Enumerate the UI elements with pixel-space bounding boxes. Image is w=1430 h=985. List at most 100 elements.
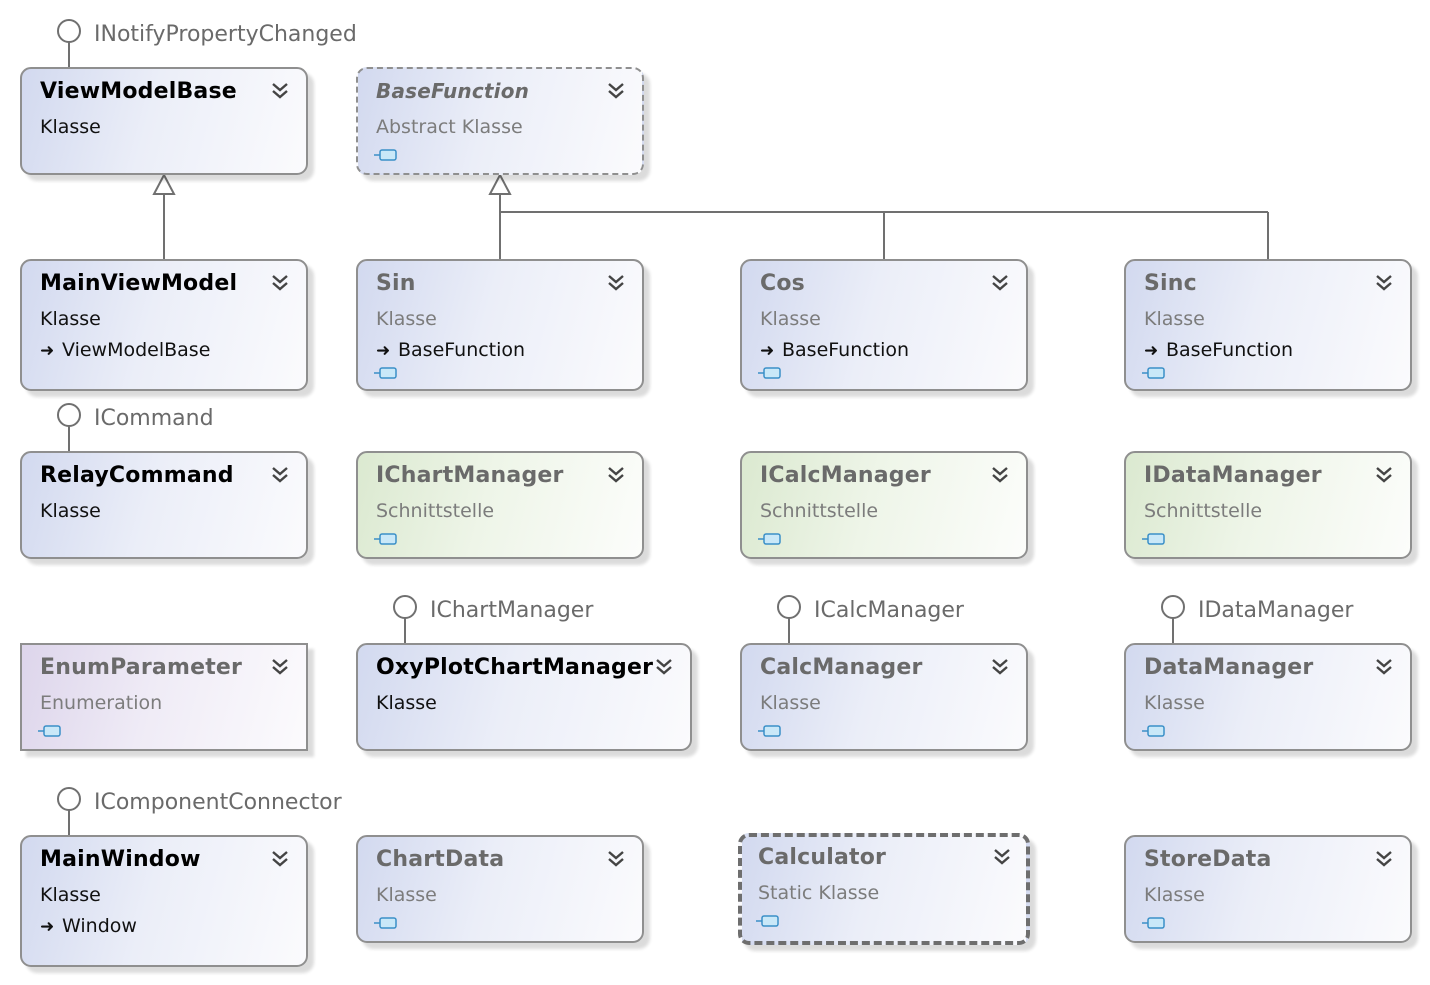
class-box-cos[interactable]: Cos Klasse ➜BaseFunction xyxy=(740,259,1028,391)
base-class-row: ➜ViewModelBase xyxy=(40,339,210,361)
inheritance-arrowhead-viewmodelbase xyxy=(152,172,176,195)
chevron-double-down-icon[interactable] xyxy=(606,849,626,869)
class-kind: Abstract Klasse xyxy=(376,116,523,138)
class-box-sin[interactable]: Sin Klasse ➜BaseFunction xyxy=(356,259,644,391)
class-kind: Klasse xyxy=(760,308,821,330)
chevron-double-down-icon[interactable] xyxy=(606,465,626,485)
chevron-double-down-icon[interactable] xyxy=(606,81,626,101)
base-class-name: ViewModelBase xyxy=(62,339,211,361)
chevron-double-down-icon[interactable] xyxy=(270,465,290,485)
lollipop-circle-icomponentconnector xyxy=(57,787,81,811)
class-box-oxyplotchartmanager[interactable]: OxyPlotChartManager Klasse xyxy=(356,643,692,751)
enum-title: EnumParameter xyxy=(40,655,243,680)
member-icon xyxy=(374,367,397,379)
base-class-name: BaseFunction xyxy=(782,339,910,361)
lollipop-circle-icommand xyxy=(57,403,81,427)
inherits-arrow-icon: ➜ xyxy=(40,917,55,937)
class-box-datamanager[interactable]: DataManager Klasse xyxy=(1124,643,1412,751)
enum-box-enumparameter[interactable]: EnumParameter Enumeration xyxy=(20,643,308,751)
class-title: BaseFunction xyxy=(376,79,530,103)
interface-box-icalcmanager[interactable]: ICalcManager Schnittstelle xyxy=(740,451,1028,559)
base-class-row: ➜ BaseFunction xyxy=(760,339,909,361)
chevron-double-down-icon[interactable] xyxy=(1374,849,1394,869)
chevron-double-down-icon[interactable] xyxy=(990,465,1010,485)
class-kind: Klasse xyxy=(376,308,437,330)
member-icon xyxy=(758,533,781,545)
class-box-mainviewmodel[interactable]: MainViewModel Klasse ➜ViewModelBase xyxy=(20,259,308,391)
chevron-double-down-icon[interactable] xyxy=(270,657,290,677)
chevron-double-down-icon[interactable] xyxy=(992,847,1012,867)
class-title: Calculator xyxy=(758,845,887,870)
member-icon xyxy=(1142,725,1165,737)
member-icon xyxy=(756,915,779,927)
interface-kind: Schnittstelle xyxy=(760,500,879,522)
class-box-mainwindow[interactable]: MainWindow Klasse ➜ Window xyxy=(20,835,308,967)
base-class-name: BaseFunction xyxy=(398,339,526,361)
interface-box-idatamanager[interactable]: IDataManager Schnittstelle xyxy=(1124,451,1412,559)
interface-label-inotifypropertychanged: INotifyPropertyChanged xyxy=(94,22,357,47)
member-icon xyxy=(1142,533,1165,545)
class-box-calcmanager[interactable]: CalcManager Klasse xyxy=(740,643,1028,751)
chevron-double-down-icon[interactable] xyxy=(270,273,290,293)
class-title: StoreData xyxy=(1144,847,1272,872)
class-kind: Klasse xyxy=(1144,308,1205,330)
class-title: MainWindow xyxy=(40,847,201,872)
class-title: DataManager xyxy=(1144,655,1314,680)
class-kind: Klasse xyxy=(40,116,101,138)
interface-title: IDataManager xyxy=(1144,463,1322,488)
lollipop-circle-idatamanager xyxy=(1161,595,1185,619)
interface-label-idatamanager: IDataManager xyxy=(1198,598,1354,623)
chevron-double-down-icon[interactable] xyxy=(990,273,1010,293)
inherits-arrow-icon: ➜ xyxy=(760,341,775,361)
class-title: ChartData xyxy=(376,847,505,872)
chevron-double-down-icon[interactable] xyxy=(1374,273,1394,293)
chevron-double-down-icon[interactable] xyxy=(1374,657,1394,677)
class-kind: Static Klasse xyxy=(758,882,880,904)
class-box-calculator[interactable]: Calculator Static Klasse xyxy=(738,833,1030,945)
class-kind: Klasse xyxy=(376,884,437,906)
class-kind: Klasse xyxy=(40,500,101,522)
class-title: MainViewModel xyxy=(40,271,238,296)
base-class-name: BaseFunction xyxy=(1166,339,1294,361)
interface-label-icomponentconnector: IComponentConnector xyxy=(94,790,342,815)
class-box-chartdata[interactable]: ChartData Klasse xyxy=(356,835,644,943)
member-icon xyxy=(1142,917,1165,929)
class-box-basefunction[interactable]: BaseFunction Abstract Klasse xyxy=(356,67,644,175)
interface-box-ichartmanager[interactable]: IChartManager Schnittstelle xyxy=(356,451,644,559)
chevron-double-down-icon[interactable] xyxy=(1374,465,1394,485)
class-title: OxyPlotChartManager xyxy=(376,655,654,680)
chevron-double-down-icon[interactable] xyxy=(990,657,1010,677)
base-class-name: Window xyxy=(62,915,137,937)
lollipop-circle-icalcmanager xyxy=(777,595,801,619)
class-box-relaycommand[interactable]: RelayCommand Klasse xyxy=(20,451,308,559)
lollipop-circle-ichartmanager xyxy=(393,595,417,619)
interface-label-icommand: ICommand xyxy=(94,406,214,431)
member-icon xyxy=(1142,367,1165,379)
inherits-arrow-icon: ➜ xyxy=(1144,341,1159,361)
class-title: Sin xyxy=(376,271,416,296)
inheritance-arrowhead-basefunction xyxy=(488,172,512,195)
class-kind: Klasse xyxy=(40,884,101,906)
base-class-row: ➜ Window xyxy=(40,915,137,937)
base-class-row: ➜BaseFunction xyxy=(376,339,525,361)
chevron-double-down-icon[interactable] xyxy=(606,273,626,293)
interface-label-icalcmanager: ICalcManager xyxy=(814,598,964,623)
class-title: Sinc xyxy=(1144,271,1197,296)
member-icon xyxy=(758,725,781,737)
lollipop-circle-inotifypropertychanged xyxy=(57,19,81,43)
class-kind: Klasse xyxy=(376,692,437,714)
class-box-sinc[interactable]: Sinc Klasse ➜ BaseFunction xyxy=(1124,259,1412,391)
member-icon xyxy=(758,367,781,379)
class-box-storedata[interactable]: StoreData Klasse xyxy=(1124,835,1412,943)
class-box-viewmodelbase[interactable]: ViewModelBase Klasse xyxy=(20,67,308,175)
class-title: CalcManager xyxy=(760,655,923,680)
chevron-double-down-icon[interactable] xyxy=(654,657,674,677)
class-title: ViewModelBase xyxy=(40,79,237,104)
member-icon xyxy=(38,725,61,737)
member-icon xyxy=(374,149,397,161)
interface-title: IChartManager xyxy=(376,463,564,488)
chevron-double-down-icon[interactable] xyxy=(270,81,290,101)
interface-kind: Schnittstelle xyxy=(1144,500,1263,522)
chevron-double-down-icon[interactable] xyxy=(270,849,290,869)
